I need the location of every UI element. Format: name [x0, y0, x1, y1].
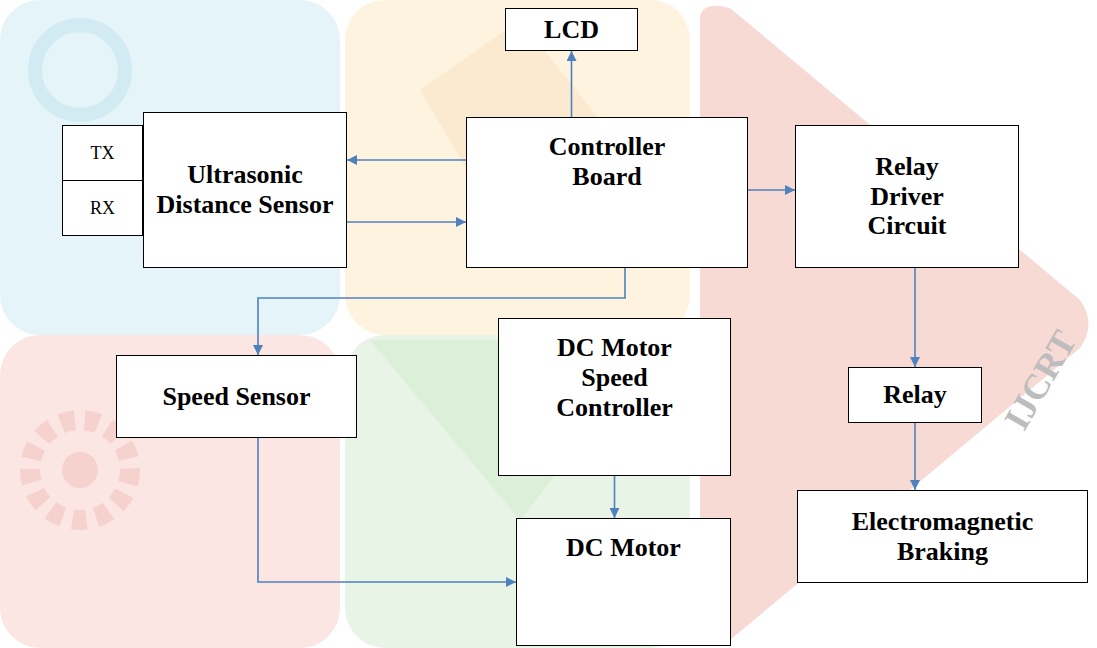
signal-arrow	[914, 268, 916, 367]
signal-arrow	[914, 423, 916, 490]
sensor-box: Ultrasonic Distance Sensor	[143, 112, 347, 268]
signal-arrow	[258, 438, 516, 582]
brake-box: Electromagnetic Braking	[797, 490, 1088, 583]
pin-box: TX	[62, 125, 143, 181]
box-label: RX	[90, 198, 115, 219]
signal-arrow	[571, 51, 573, 117]
watermark-gear	[30, 420, 130, 520]
box-label: Ultrasonic Distance Sensor	[155, 160, 335, 220]
box-label: DC Motor	[566, 533, 681, 563]
signal-arrow	[347, 159, 466, 161]
signal-arrow	[614, 476, 616, 518]
display-box: LCD	[505, 8, 638, 51]
box-label: LCD	[544, 15, 599, 45]
driver-box: Relay Driver Circuit	[795, 125, 1019, 268]
motor-box: DC Motor	[516, 518, 731, 646]
box-label: Relay Driver Circuit	[842, 152, 972, 242]
signal-arrow	[748, 189, 795, 191]
box-label: Controller Board	[527, 132, 687, 192]
box-label: Relay	[883, 380, 947, 410]
box-label: DC Motor Speed Controller	[540, 333, 690, 423]
box-label: Speed Sensor	[162, 382, 310, 412]
watermark-gear	[62, 452, 98, 488]
controller-box: Controller Board	[466, 117, 748, 268]
controller-box: DC Motor Speed Controller	[498, 318, 731, 476]
relay-box: Relay	[848, 367, 982, 423]
pin-box: RX	[62, 180, 143, 236]
watermark-panel	[0, 335, 340, 648]
watermark-play-shape	[700, 6, 1089, 643]
sensor-box: Speed Sensor	[116, 355, 357, 438]
box-label: TX	[91, 143, 115, 164]
box-label: Electromagnetic Braking	[838, 507, 1048, 567]
signal-arrow	[347, 221, 466, 223]
watermark-icon	[35, 25, 125, 115]
